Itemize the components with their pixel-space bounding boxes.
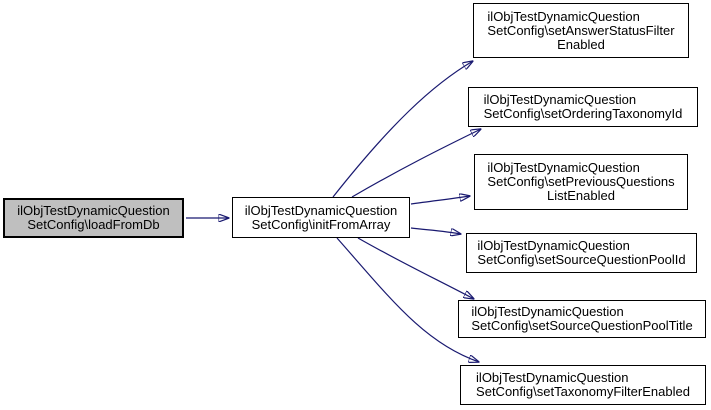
node-label-line: SetConfig\setAnswerStatusFilter — [487, 22, 675, 38]
node-label-line: ilObjTestDynamicQuestion — [483, 92, 637, 107]
node-label-line: ilObjTestDynamicQuestion — [471, 304, 624, 319]
node-loadFromDb: ilObjTestDynamicQuestion SetConfig\loadF… — [3, 198, 184, 238]
node-label: ilObjTestDynamicQuestion SetConfig\setAn… — [487, 8, 675, 52]
node-label-line: ilObjTestDynamicQuestion — [487, 160, 640, 175]
node-label-line: SetConfig\setPreviousQuestions — [487, 174, 675, 189]
node-setSourceQuestionPoolTitle[interactable]: ilObjTestDynamicQuestion SetConfig\setSo… — [458, 300, 706, 338]
node-label: ilObjTestDynamicQuestion SetConfig\initF… — [244, 202, 398, 232]
node-setOrderingTaxonomyId[interactable]: ilObjTestDynamicQuestion SetConfig\setOr… — [468, 87, 698, 127]
node-label-line: SetConfig\loadFromDb — [27, 217, 160, 232]
node-label-line: SetConfig\setSourceQuestionPoolId — [477, 252, 686, 267]
edge-initFromArray-to-setPreviousQuestionsListEnabled — [410, 196, 470, 205]
node-label: ilObjTestDynamicQuestion SetConfig\setPr… — [487, 161, 674, 203]
node-label-line: ilObjTestDynamicQuestion — [17, 203, 170, 218]
node-setTaxonomyFilterEnabled[interactable]: ilObjTestDynamicQuestion SetConfig\setTa… — [460, 365, 706, 405]
node-label-line: ilObjTestDynamicQuestion — [476, 370, 629, 385]
node-label-line: ilObjTestDynamicQuestion — [244, 202, 398, 218]
node-setSourceQuestionPoolId[interactable]: ilObjTestDynamicQuestion SetConfig\setSo… — [466, 233, 697, 273]
node-label-line: ilObjTestDynamicQuestion — [477, 238, 630, 253]
node-label-line: SetConfig\setTaxonomyFilterEnabled — [476, 384, 690, 399]
node-label-line: SetConfig\setSourceQuestionPoolTitle — [471, 318, 693, 333]
node-setAnswerStatusFilterEnabled[interactable]: ilObjTestDynamicQuestion SetConfig\setAn… — [473, 3, 689, 58]
node-label-line: SetConfig\initFromArray — [251, 216, 391, 232]
node-label-line: SetConfig\setOrderingTaxonomyId — [483, 106, 683, 121]
edge-initFromArray-to-setSourceQuestionPoolTitle — [357, 237, 474, 299]
node-label-line: ilObjTestDynamicQuestion — [487, 8, 640, 24]
node-label-line: Enabled — [557, 36, 605, 52]
node-label: ilObjTestDynamicQuestion SetConfig\setSo… — [477, 239, 685, 267]
node-label-line: ListEnabled — [547, 188, 615, 203]
node-setPreviousQuestionsListEnabled[interactable]: ilObjTestDynamicQuestion SetConfig\setPr… — [474, 154, 688, 210]
edge-initFromArray-to-setSourceQuestionPoolId — [410, 227, 461, 234]
edge-initFromArray-to-setTaxonomyFilterEnabled — [336, 237, 479, 362]
edge-initFromArray-to-setOrderingTaxonomyId — [351, 129, 481, 198]
edge-initFromArray-to-setAnswerStatusFilterEnabled — [332, 61, 473, 198]
node-label: ilObjTestDynamicQuestion SetConfig\setTa… — [476, 371, 690, 399]
node-initFromArray[interactable]: ilObjTestDynamicQuestion SetConfig\initF… — [232, 197, 410, 238]
node-label: ilObjTestDynamicQuestion SetConfig\setOr… — [484, 93, 683, 121]
node-label: ilObjTestDynamicQuestion SetConfig\loadF… — [17, 204, 169, 232]
node-label: ilObjTestDynamicQuestion SetConfig\setSo… — [471, 305, 692, 333]
